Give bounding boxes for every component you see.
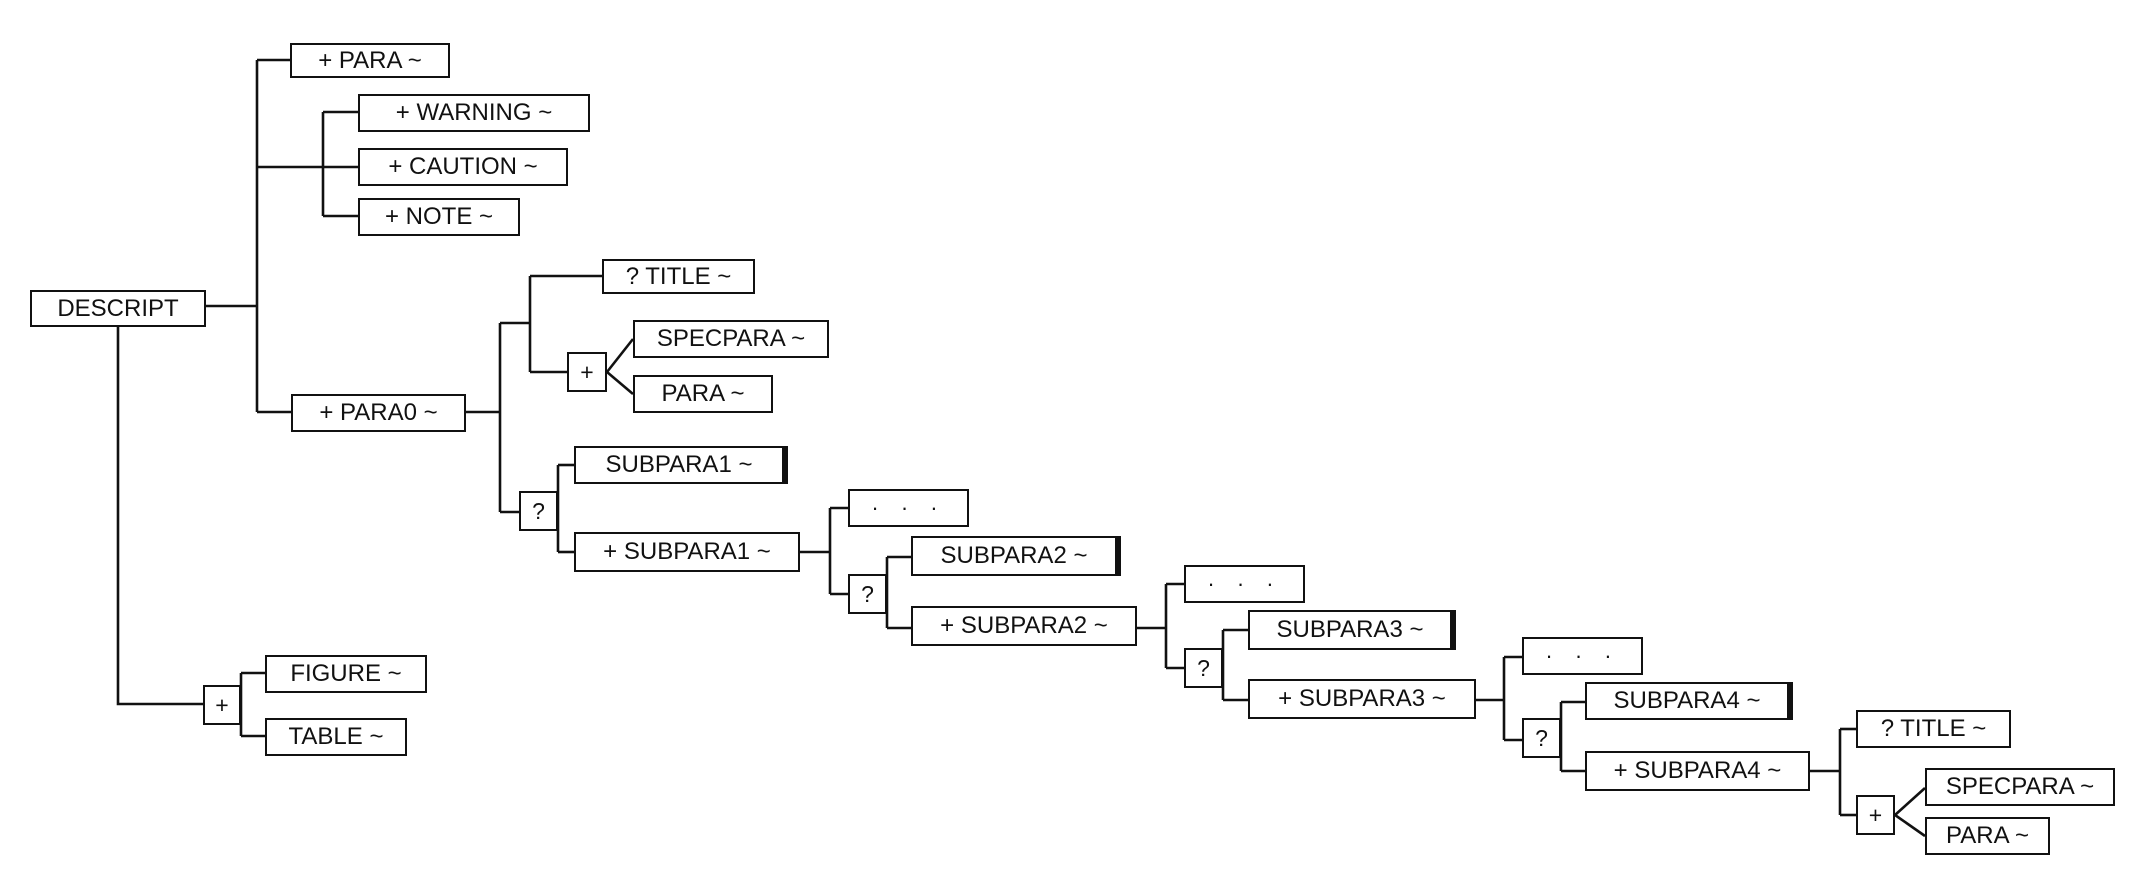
warning-node: + WARNING ~	[358, 94, 590, 132]
optional-operator: ?	[848, 574, 887, 614]
choice-operator: +	[203, 685, 241, 725]
subpara2-single-node: SUBPARA2 ~	[911, 536, 1121, 576]
choice-operator: +	[567, 352, 607, 392]
optional-operator: ?	[1522, 718, 1561, 758]
title-node: ? TITLE ~	[602, 259, 755, 294]
note-node: + NOTE ~	[358, 198, 520, 236]
descript-node: DESCRIPT	[30, 290, 206, 327]
subpara2-repeat-node: + SUBPARA2 ~	[911, 606, 1137, 646]
ellipsis-node: · · ·	[1522, 637, 1643, 675]
optional-operator: ?	[1184, 648, 1223, 688]
caution-node: + CAUTION ~	[358, 148, 568, 186]
subpara3-single-node: SUBPARA3 ~	[1248, 610, 1456, 650]
figure-node: FIGURE ~	[265, 655, 427, 693]
para-node: + PARA ~	[290, 43, 450, 78]
subpara3-repeat-node: + SUBPARA3 ~	[1248, 679, 1476, 719]
ellipsis-node: · · ·	[1184, 565, 1305, 603]
connector-choice2-specpara	[1894, 787, 1926, 816]
connector-choice-specpara	[605, 338, 635, 373]
subpara4-repeat-node: + SUBPARA4 ~	[1585, 751, 1810, 791]
para-node: PARA ~	[633, 375, 773, 413]
para-node: PARA ~	[1925, 817, 2050, 855]
subpara1-repeat-node: + SUBPARA1 ~	[574, 532, 800, 572]
connector-choice-para	[606, 371, 634, 395]
subpara4-single-node: SUBPARA4 ~	[1585, 682, 1793, 720]
specpara-node: SPECPARA ~	[1925, 768, 2115, 806]
specpara-node: SPECPARA ~	[633, 320, 829, 358]
connector-root-down	[116, 327, 203, 706]
subpara1-single-node: SUBPARA1 ~	[574, 446, 788, 484]
choice-operator: +	[1856, 795, 1895, 835]
optional-operator: ?	[519, 491, 558, 531]
ellipsis-node: · · ·	[848, 489, 969, 527]
para0-node: + PARA0 ~	[291, 394, 466, 432]
connector-choice2-para	[1894, 813, 1926, 838]
title-node: ? TITLE ~	[1856, 710, 2011, 748]
table-node: TABLE ~	[265, 718, 407, 756]
